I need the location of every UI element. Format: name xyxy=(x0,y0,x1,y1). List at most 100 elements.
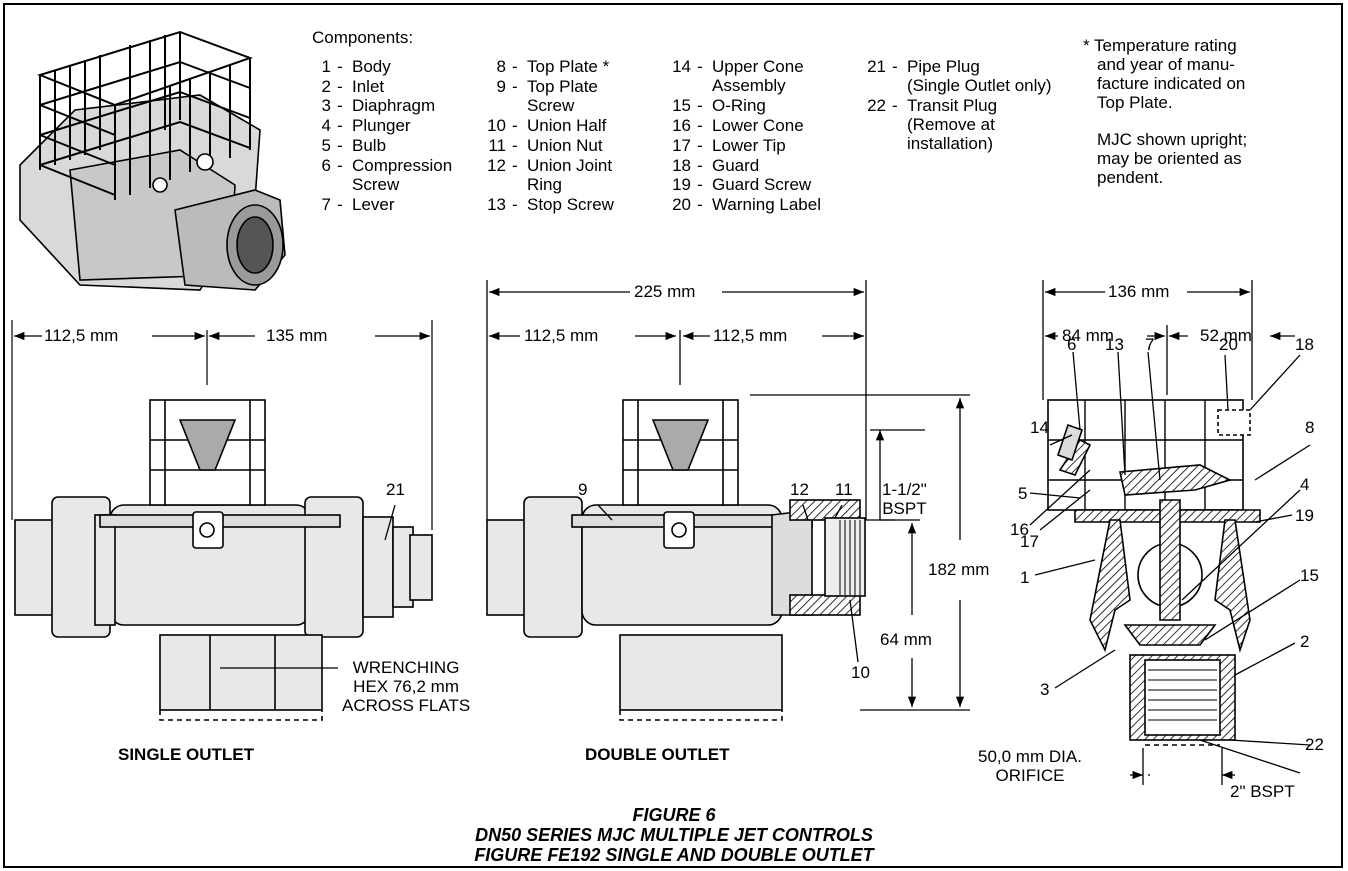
dim-outlet-thread: 1-1/2" BSPT xyxy=(882,480,927,518)
double-dimension-lines xyxy=(486,280,970,711)
component-label-line: installation) xyxy=(907,134,993,154)
dim-inlet-height: 64 mm xyxy=(880,630,932,649)
note-orientation: MJC shown upright; may be oriented as pe… xyxy=(1097,130,1247,187)
component-dash: - xyxy=(337,155,343,175)
component-label: Lower Tip xyxy=(712,136,786,155)
component-dash: - xyxy=(697,116,703,136)
component-number: 18 xyxy=(672,155,691,175)
component-dash: - xyxy=(697,96,703,116)
dim-double-left: 112,5 mm xyxy=(524,326,599,345)
component-label-line: O-Ring xyxy=(712,96,766,116)
component-number: 3 xyxy=(321,96,331,116)
component-dash: - xyxy=(892,57,898,76)
callout-13: 13 xyxy=(1105,335,1124,354)
component-dash: - xyxy=(512,57,518,76)
figure-title: DN50 SERIES MJC MULTIPLE JET CONTROLS xyxy=(475,825,873,845)
component-label: Pipe Plug(Single Outlet only) xyxy=(907,57,1052,95)
component-label: O-Ring xyxy=(712,96,766,115)
note-temperature-line: * Temperature rating xyxy=(1083,36,1237,55)
component-label-line: Guard Screw xyxy=(712,175,812,195)
component-label-line: Lower Tip xyxy=(712,135,786,155)
component-label: Inlet xyxy=(352,77,384,96)
callout-12: 12 xyxy=(790,480,809,499)
component-label-line: (Remove at xyxy=(907,115,995,135)
component-label-line: Lever xyxy=(352,194,395,214)
single-dimension-lines xyxy=(13,331,430,669)
component-label-line: Stop Screw xyxy=(527,194,614,214)
callout-14: 14 xyxy=(1030,418,1049,437)
dim-section-left: 84 mm xyxy=(1062,326,1114,345)
component-number: 16 xyxy=(672,116,691,136)
callout-11: 11 xyxy=(835,480,853,499)
dim-wrenching-line: WRENCHING xyxy=(352,658,460,677)
note-temperature-line: facture indicated on xyxy=(1097,74,1246,93)
component-number: 11 xyxy=(488,135,506,155)
dim-section-total: 136 mm xyxy=(1108,282,1170,301)
dim-height: 182 mm xyxy=(928,560,990,579)
component-label: Union Nut xyxy=(527,136,603,155)
dim-section-right: 52 mm xyxy=(1200,326,1252,345)
component-dash: - xyxy=(892,96,898,116)
component-number: 22 xyxy=(867,96,886,116)
component-number: 17 xyxy=(672,135,691,155)
note-temperature-line: and year of manu- xyxy=(1097,55,1235,74)
view-title-double: DOUBLE OUTLET xyxy=(585,745,730,764)
component-label-line: Union Half xyxy=(527,116,607,136)
component-label: Guard xyxy=(712,156,759,175)
dim-outlet-thread-line: 1-1/2" xyxy=(882,480,927,499)
figure-subtitle: FIGURE FE192 SINGLE AND DOUBLE OUTLET xyxy=(474,845,874,865)
callout-16: 16 xyxy=(1010,520,1029,539)
section-dimension-lines xyxy=(1029,280,1311,785)
note-temperature-line: Top Plate. xyxy=(1097,93,1173,112)
component-number: 19 xyxy=(672,175,691,195)
component-number: 7 xyxy=(321,194,331,214)
callout-5: 5 xyxy=(1018,484,1028,503)
component-label-line: Guard xyxy=(712,155,760,175)
component-number: 10 xyxy=(487,116,506,136)
component-label-line: Bulb xyxy=(352,135,387,155)
dim-single-left: 112,5 mm xyxy=(44,326,119,345)
component-label-line: Warning Label xyxy=(712,194,821,214)
callout-10: 10 xyxy=(851,663,870,682)
component-label: Bulb xyxy=(352,136,386,155)
note-orientation-line: may be oriented as xyxy=(1097,149,1242,168)
callout-3: 3 xyxy=(1040,680,1050,699)
component-label-line: Screw xyxy=(527,95,575,115)
callout-18: 18 xyxy=(1295,335,1314,354)
component-label-line: Lower Cone xyxy=(712,116,804,136)
dim-single-right: 135 mm xyxy=(266,326,328,345)
component-label: Warning Label xyxy=(712,195,821,214)
callout-20: 20 xyxy=(1219,335,1238,354)
components-heading: Components: xyxy=(312,28,414,47)
component-number: 9 xyxy=(496,76,506,96)
callout-22: 22 xyxy=(1305,735,1324,754)
dim-orifice: 50,0 mm DIA. ORIFICE xyxy=(978,747,1082,785)
component-label: Plunger xyxy=(352,116,411,135)
callout-15: 15 xyxy=(1300,566,1319,585)
dim-wrenching-line: HEX 76,2 mm xyxy=(353,677,459,696)
component-dash: - xyxy=(697,135,703,155)
dim-inlet-thread: 2" BSPT xyxy=(1230,782,1295,801)
section-view xyxy=(1047,399,1261,746)
double-outlet-view xyxy=(486,399,866,721)
callout-19: 19 xyxy=(1295,506,1314,525)
callout-8: 8 xyxy=(1305,418,1315,437)
callout-21: 21 xyxy=(386,480,405,499)
component-label-line: Plunger xyxy=(352,116,411,136)
dim-wrenching-line: ACROSS FLATS xyxy=(342,696,471,715)
view-title-single: SINGLE OUTLET xyxy=(118,745,254,764)
component-label: Body xyxy=(352,57,391,76)
component-label-line: Top Plate * xyxy=(527,57,610,76)
component-label: Union Half xyxy=(527,116,606,135)
component-dash: - xyxy=(512,76,518,96)
component-label-line: Pipe Plug xyxy=(907,57,980,76)
component-label-line: Body xyxy=(352,57,391,76)
component-label-line: Assembly xyxy=(712,76,786,95)
component-dash: - xyxy=(337,194,343,214)
component-number: 15 xyxy=(672,96,691,116)
component-number: 14 xyxy=(672,57,691,76)
component-label-line: Ring xyxy=(527,174,562,194)
